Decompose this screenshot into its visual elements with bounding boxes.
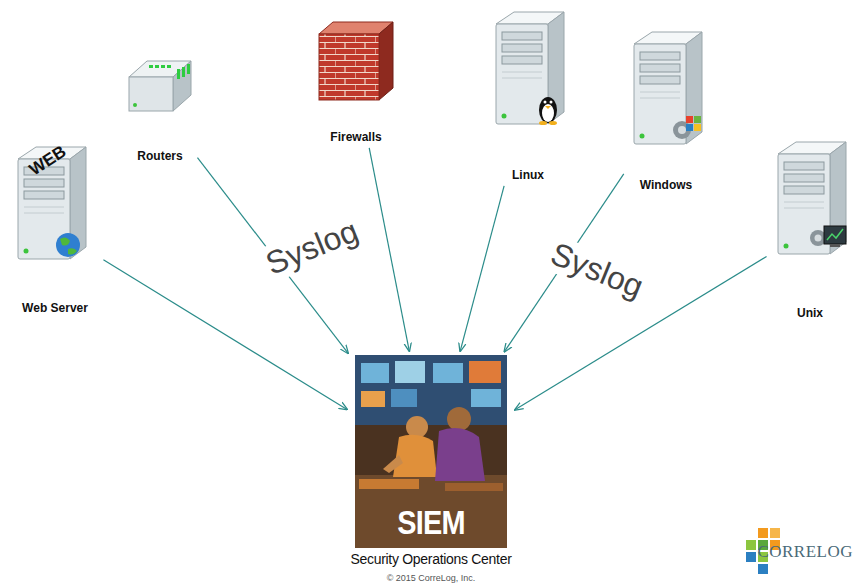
device-node: Windows [626, 30, 706, 192]
icon-art [125, 55, 195, 115]
node-label: Unix [797, 306, 823, 320]
copyright-note: © 2015 CorreLog, Inc. [387, 573, 476, 583]
device-icon: SIEM [355, 355, 507, 548]
syslog-arrow [103, 260, 347, 410]
node-label: Routers [137, 149, 182, 163]
device-icon [125, 55, 195, 115]
node-label: Security Operations Center [350, 551, 511, 567]
device-icon [315, 18, 397, 102]
device-icon [770, 140, 850, 260]
protocol-label: Syslog [258, 211, 366, 284]
icon-art [770, 140, 850, 260]
syslog-arrow [369, 148, 409, 351]
node-label: Linux [512, 168, 544, 182]
node-label: Windows [640, 178, 693, 192]
device-node: Unix [770, 140, 850, 320]
device-node: WEB Web Server [10, 145, 100, 315]
device-node: Firewalls [315, 18, 397, 144]
node-label: Web Server [22, 301, 88, 315]
syslog-arrow [460, 186, 504, 351]
protocol-label: Syslog [543, 234, 651, 307]
device-icon [626, 30, 706, 150]
device-node: Linux [488, 10, 568, 182]
icon-text: SIEM [366, 503, 495, 542]
operations-center: SIEM Security Operations Center [350, 355, 511, 567]
logo-text: CORRELOG [757, 542, 853, 562]
node-label: Firewalls [330, 130, 381, 144]
icon-art [488, 10, 568, 130]
icon-art [626, 30, 706, 150]
device-node: Routers [125, 55, 195, 163]
device-icon [488, 10, 568, 130]
device-icon: WEB [10, 145, 100, 255]
icon-art [315, 18, 397, 102]
